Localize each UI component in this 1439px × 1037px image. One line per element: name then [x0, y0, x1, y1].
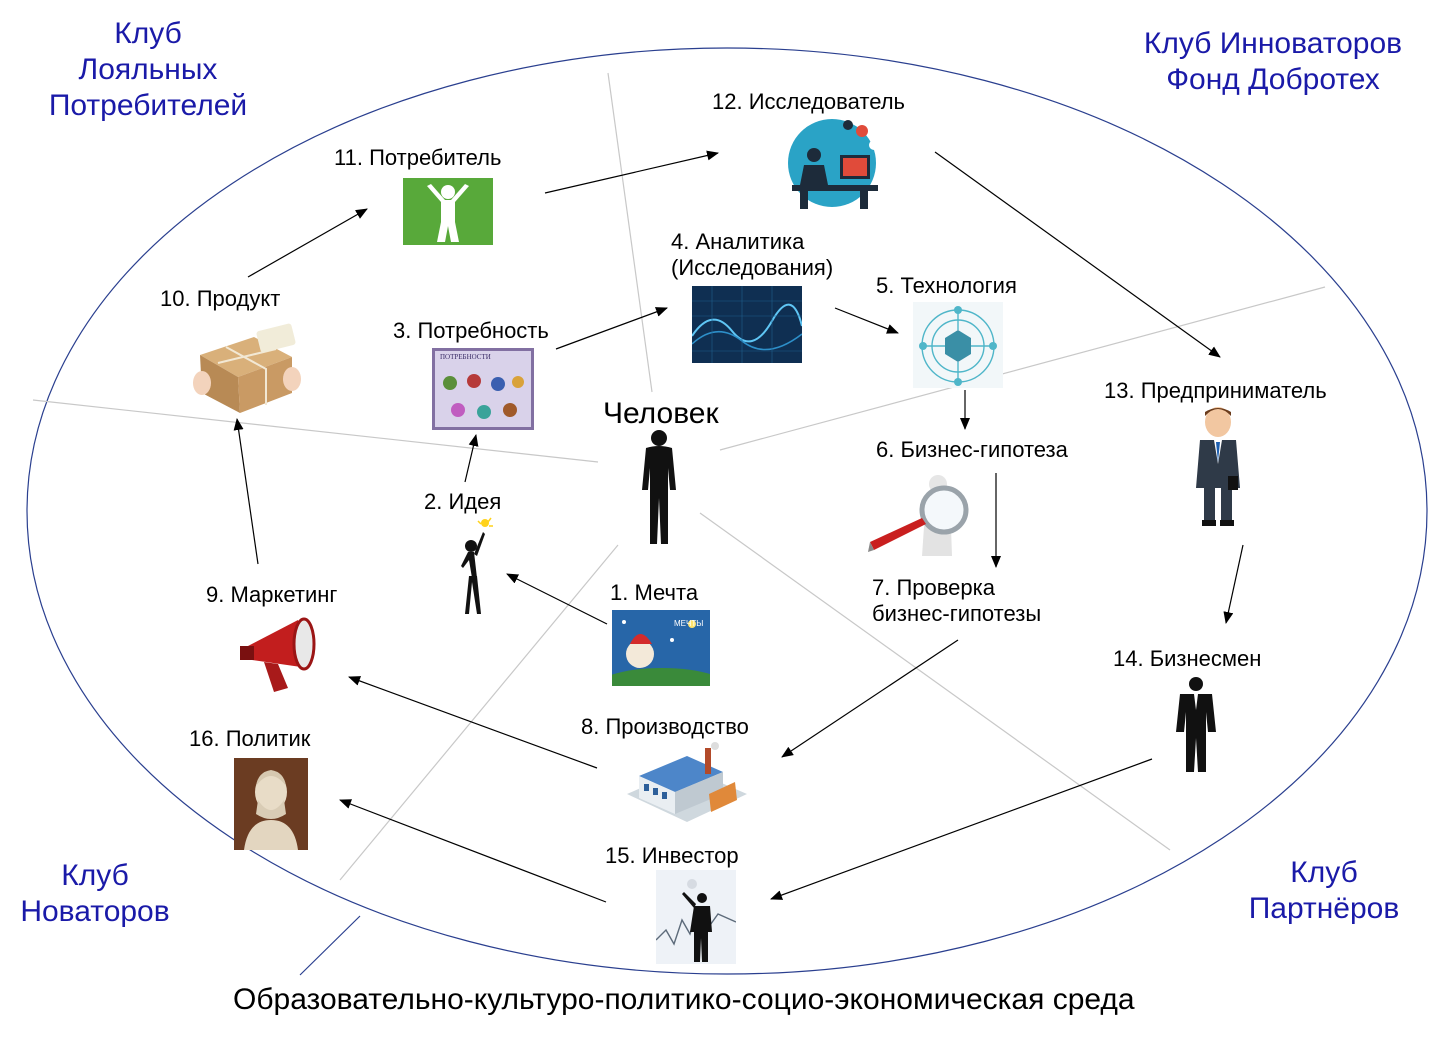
arrow-analytics-technology [834, 307, 899, 334]
arrow-product-consumer [247, 208, 368, 278]
node-production-label: 8. Производство [581, 714, 749, 739]
arrow-researcher-entrepreneur [934, 151, 1221, 358]
divider-left [32, 399, 599, 463]
node-analytics-label: 4. Аналитика (Исследования) [671, 229, 833, 281]
club-loyal-line-2: Лояльных [78, 53, 218, 86]
node-need-label: 3. Потребность [393, 318, 549, 343]
node-analytics-label-line-2: (Исследования) [671, 255, 834, 280]
businessman-cartoon-icon [1190, 404, 1246, 528]
node-marketing-label: 9. Маркетинг [206, 582, 338, 607]
club-innovators-line-2: Фонд Добротех [1166, 63, 1380, 96]
arrow-production-marketing [348, 676, 598, 769]
data-wave-icon [692, 286, 802, 363]
arrow-investor-politician [339, 799, 607, 903]
node-businessman-label: 14. Бизнесмен [1113, 646, 1262, 671]
node-analytics-label-line-1: 4. Аналитика [671, 229, 805, 254]
node-check-label-line-2: бизнес-гипотезы [872, 601, 1042, 626]
node-entrepreneur-label: 13. Предприниматель [1104, 378, 1327, 403]
arrow-idea-need [464, 434, 479, 483]
flow-arrows [233, 150, 1244, 903]
divider-bottom-right [699, 512, 1171, 851]
magnifier-icon [866, 470, 976, 558]
needs-board-icon: ПОТРЕБНОСТИ [432, 348, 534, 430]
environment-caption: Образовательно-культуро-политико-социо-э… [233, 983, 1135, 1016]
node-check-label-line-1: 7. Проверка [872, 575, 995, 600]
environment-ellipse [26, 47, 1428, 975]
arrow-need-analytics [555, 307, 668, 350]
sector-dividers [32, 72, 1326, 881]
dream-poster-icon: МЕЧТЫ [612, 610, 710, 686]
arrow-dream-idea [506, 573, 608, 625]
bust-statue-icon [234, 758, 308, 850]
center-title: Человек [603, 397, 719, 430]
arrow-consumer-researcher [544, 150, 719, 194]
club-innovators-line-1: Клуб Инноваторов [1143, 27, 1403, 60]
arrow-businessman-investor [770, 758, 1153, 900]
club-partners: Клуб Партнёров [1238, 855, 1410, 927]
club-novators-line-1: Клуб [61, 859, 129, 892]
node-researcher-label: 12. Исследователь [712, 89, 905, 114]
club-loyal-consumers: Клуб Лояльных Потребителей [38, 16, 258, 124]
club-innovators: Клуб Инноваторов Фонд Добротех [1125, 26, 1421, 98]
club-novators-line-2: Новаторов [20, 895, 170, 928]
human-silhouette-icon [634, 428, 684, 546]
node-product-label: 10. Продукт [160, 286, 281, 311]
node-consumer-label: 11. Потребитель [334, 145, 502, 170]
dream-poster-text: МЕЧТЫ [674, 619, 703, 628]
businessman-silhouette-icon [1172, 676, 1220, 774]
ellipse-tail-line [299, 915, 361, 976]
tech-network-icon [913, 302, 1003, 388]
club-partners-line-1: Клуб [1290, 856, 1358, 889]
divider-bottom-left [339, 544, 619, 881]
divider-top [607, 72, 653, 393]
factory-icon [617, 742, 757, 834]
node-hypothesis-label: 6. Бизнес-гипотеза [876, 437, 1068, 462]
idea-person-icon [455, 516, 495, 618]
megaphone-icon [238, 612, 328, 696]
node-dream-label: 1. Мечта [610, 580, 699, 605]
node-investor-label: 15. Инвестор [605, 843, 739, 868]
researcher-desk-icon [770, 115, 888, 211]
club-partners-line-2: Партнёров [1248, 892, 1400, 925]
person-green-icon [403, 178, 493, 245]
needs-board-text: ПОТРЕБНОСТИ [440, 353, 491, 361]
node-idea-label: 2. Идея [424, 489, 502, 514]
node-politician-label: 16. Политик [189, 726, 311, 751]
arrow-marketing-product [233, 418, 259, 565]
node-technology-label: 5. Технология [876, 273, 1017, 298]
arrow-check-production [781, 639, 959, 758]
investor-chart-icon [656, 870, 736, 964]
parcel-icon [188, 313, 304, 417]
club-loyal-line-3: Потребителей [48, 89, 248, 122]
club-loyal-line-1: Клуб [114, 17, 182, 50]
node-check-label: 7. Проверка бизнес-гипотезы [872, 575, 1041, 627]
club-novators: Клуб Новаторов [10, 858, 180, 930]
divider-right [719, 286, 1326, 451]
arrow-entrepreneur-businessman [1223, 544, 1244, 624]
